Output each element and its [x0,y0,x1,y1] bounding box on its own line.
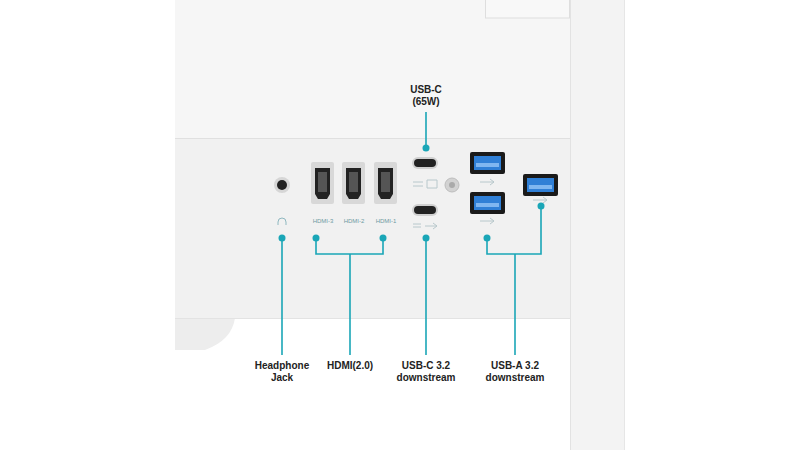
port-label: USB-A 3.2 downstream [479,360,551,384]
screw [445,178,459,192]
port-marking: HDMI-3 [309,218,337,225]
top-tab [486,0,570,18]
headphone-jack [277,180,287,190]
stand-edge [624,0,625,450]
hdmi-ports [311,162,397,204]
port-label: USB-C 3.2 downstream [390,360,462,384]
panel-edge [175,318,570,319]
usb-c-ports [412,157,438,229]
port-marking: HDMI-1 [372,218,400,225]
stand-edge [570,0,571,450]
stand [570,0,625,450]
jack-ring [274,177,290,193]
port-label: Headphone Jack [251,360,313,384]
leader-lines [282,112,541,355]
screw-head [449,182,455,188]
port-label: HDMI(2.0) [310,360,390,372]
port-label: USB-C (65W) [400,84,452,108]
foot [175,318,235,350]
usb-a-ports [470,152,558,224]
headphone-icon [278,218,286,225]
callout-dots [279,145,545,242]
panel-seam [175,138,570,139]
port-panel [175,138,570,318]
port-marking: HDMI-2 [340,218,368,225]
back-panel-top [175,0,570,138]
